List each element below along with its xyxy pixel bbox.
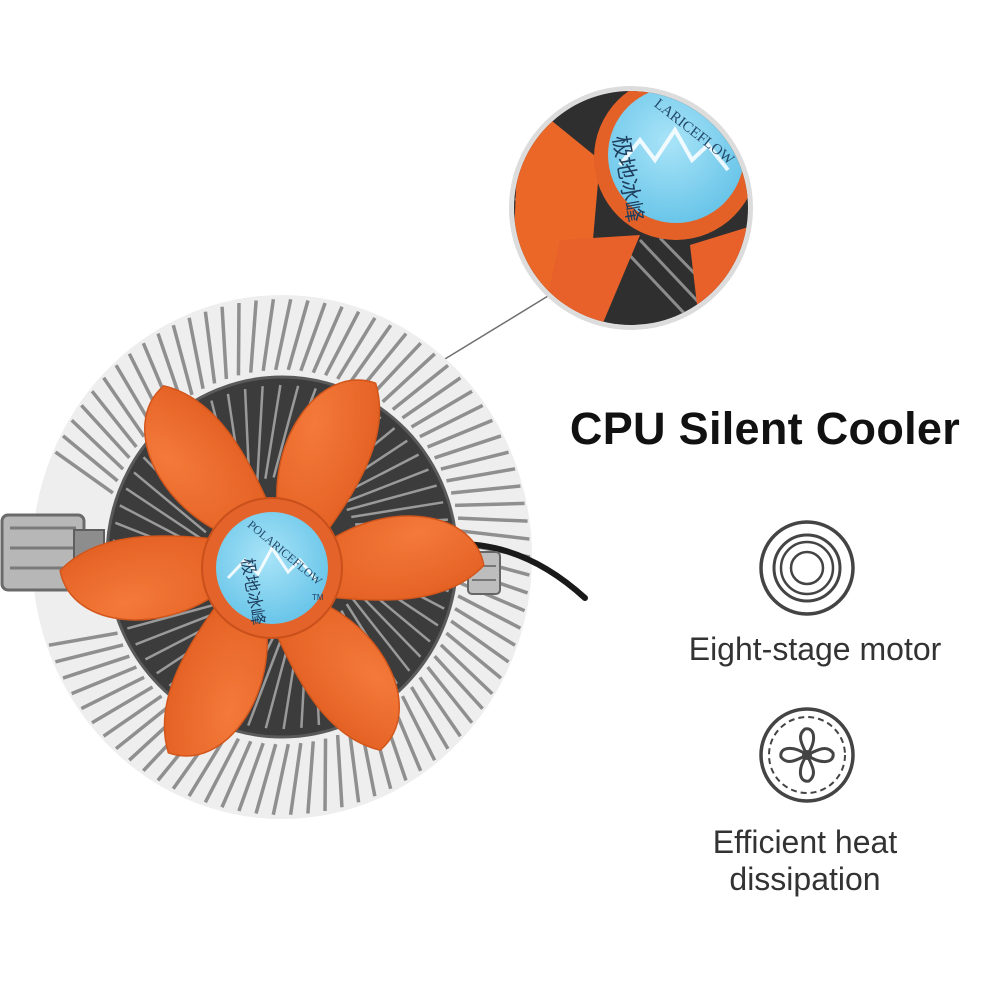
heatsink-fin	[359, 332, 408, 390]
heatsink-fin	[454, 607, 516, 647]
heatsink-fin	[335, 734, 344, 808]
heatsink-fin	[418, 676, 462, 738]
heatsink-fin	[236, 302, 241, 376]
fan-blade	[144, 385, 276, 540]
heatsink-fin	[439, 643, 494, 695]
heatsink-fin	[336, 316, 377, 380]
heatsink-fin	[306, 741, 316, 814]
heatsink-fin	[426, 665, 474, 724]
heatsink-fin	[381, 352, 436, 404]
heatsink-fin	[348, 324, 393, 385]
feature-label-heat: Efficient heat dissipation	[712, 824, 898, 897]
inner-fin	[247, 636, 284, 727]
heatsink-fin	[187, 317, 205, 390]
motor-rings-icon	[759, 520, 855, 616]
heatsink-fin	[450, 619, 510, 664]
heatsink-fin	[286, 300, 310, 371]
heatsink-fin	[274, 298, 293, 371]
heatsink-fin	[401, 376, 462, 420]
inner-fin	[351, 501, 444, 519]
fan-blade-icon	[759, 707, 855, 803]
heatsink-fin	[426, 418, 494, 449]
heatsink-fin	[323, 738, 328, 812]
feature-label-motor: Eight-stage motor	[688, 631, 942, 667]
fan-blade	[268, 596, 400, 751]
fan-rotor: POLARICEFLOW 极地冰峰 TM	[59, 379, 485, 757]
heatsink-fin	[419, 403, 484, 439]
heatsink-fin	[91, 685, 154, 725]
inner-fin	[340, 468, 429, 505]
heatsink-fin	[70, 665, 138, 696]
inner-fin	[350, 596, 411, 672]
heatsink-fin	[248, 300, 258, 373]
inner-fin	[125, 487, 205, 542]
heatsink-fin	[54, 643, 124, 664]
heatsink-fin	[410, 389, 473, 429]
heatsink-fin	[460, 529, 530, 541]
heatsink-fin	[457, 516, 528, 523]
inner-fin	[133, 471, 207, 534]
heatsink-fin	[54, 450, 114, 495]
fan-blade	[313, 515, 485, 601]
heatsink-fin	[445, 631, 503, 680]
heatsink-fin	[48, 631, 118, 647]
heatsink-fin	[220, 740, 253, 808]
hub-sticker	[216, 512, 328, 624]
inner-fin	[272, 385, 300, 478]
heatsink-fin	[102, 376, 146, 438]
heatsink-fin	[61, 434, 119, 483]
callout-line	[439, 295, 549, 363]
heatsink-fin	[171, 324, 194, 396]
zoom-inset: LARICEFLOW 极地冰峰	[509, 86, 753, 330]
heatsink-fin	[114, 703, 173, 751]
heatsink-fin	[454, 501, 525, 508]
inner-fin	[135, 609, 224, 646]
heatsink-fin	[220, 306, 229, 380]
heatsink-fin	[299, 302, 327, 372]
inner-fin	[264, 384, 282, 479]
heatsink-fin	[323, 310, 361, 377]
heatsink-fin	[80, 675, 145, 711]
heatsink-fin	[203, 737, 241, 804]
heatsink-fin	[80, 404, 131, 459]
heatsink-fin	[311, 306, 344, 374]
heatsink-fin	[440, 450, 510, 471]
heatsink-fin	[409, 686, 450, 750]
heatsink-fin	[434, 434, 502, 460]
heatsink-fin	[457, 594, 522, 630]
heatsink-fin	[70, 419, 125, 471]
heatsink-fin	[400, 695, 437, 762]
heatsink-fin	[288, 742, 303, 816]
headline: CPU Silent Cooler	[569, 403, 961, 454]
inner-fin	[256, 386, 264, 481]
fan-blade	[59, 535, 231, 621]
heatsink-fin	[450, 484, 521, 495]
heatsink-fin	[391, 363, 450, 411]
heatsink-fin	[102, 694, 163, 738]
heatsink-fin	[271, 743, 290, 816]
heatsink-fin	[261, 298, 276, 372]
inner-fin	[354, 588, 422, 658]
heatsink-fin	[90, 390, 138, 449]
heatsink-fin	[237, 742, 265, 812]
heatsink-fin	[347, 730, 361, 803]
heatsink-fin	[370, 342, 422, 397]
heatsink-fin	[254, 743, 278, 814]
heatsink-fin	[446, 467, 516, 483]
hub-tm-text: TM	[312, 593, 324, 602]
heatsink-fin	[433, 655, 484, 710]
heatsink-fin	[62, 654, 130, 680]
inner-fin	[127, 602, 218, 630]
inner-fin	[346, 484, 437, 512]
heatsink-fin	[203, 311, 217, 384]
